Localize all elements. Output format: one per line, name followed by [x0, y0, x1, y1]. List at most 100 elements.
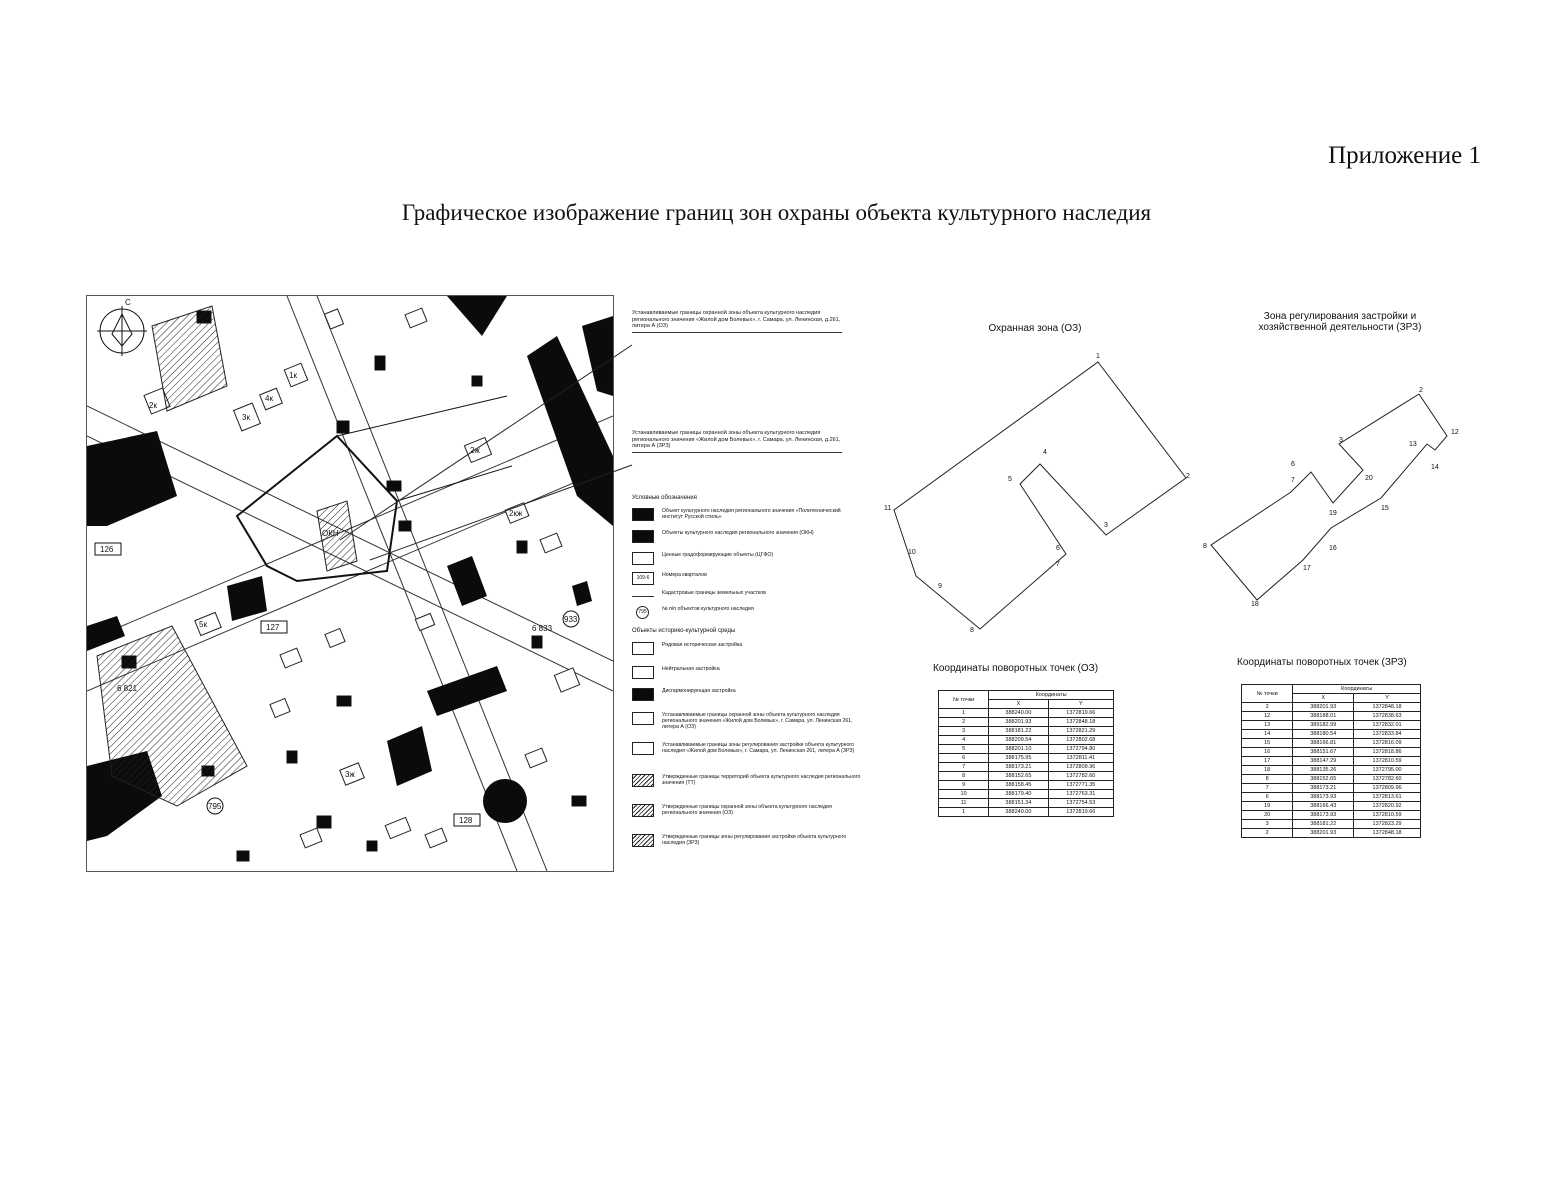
y-coord-cell: 1372818.86 — [1353, 747, 1421, 757]
oz-zone-title: Охранная зона (ОЗ) — [988, 323, 1082, 334]
oz-point-label: 4 — [1043, 449, 1047, 456]
x-coord-cell: 388173.93 — [1292, 792, 1355, 802]
oz-col-x: X — [988, 699, 1049, 709]
point-number-cell: 19 — [1240, 801, 1294, 811]
legend-item-label: Объекты культурного наследия регионально… — [662, 530, 814, 536]
point-number-cell: 1 — [937, 807, 990, 817]
legend-item-label: Устанавливаемые границы охранной зоны об… — [662, 712, 853, 730]
y-coord-cell: 1372811.41 — [1047, 753, 1115, 763]
legend-circle-swatch: 795 — [636, 606, 649, 619]
y-coord-cell: 1372820.92 — [1353, 801, 1421, 811]
oz-point-label: 10 — [908, 549, 916, 556]
zrz-zone-title: Зона регулирования застройки и хозяйстве… — [1225, 311, 1455, 333]
point-number-cell: 3 — [937, 726, 990, 736]
y-coord-cell: 1372819.66 — [1047, 807, 1115, 817]
legend-swatch — [632, 642, 654, 655]
zrz-point-label: 8 — [1203, 543, 1207, 550]
oz-point-label: 2 — [1186, 473, 1190, 480]
y-coord-cell: 1372848.18 — [1353, 702, 1421, 712]
x-coord-cell: 388201.10 — [988, 744, 1049, 754]
point-number-cell: 5 — [937, 744, 990, 754]
legend-item-label: Устанавливаемые границы зоны регулирован… — [662, 742, 855, 754]
legend-item: Дисгармонирующая застройка — [632, 688, 864, 704]
legend-item: 109-6 Номера кварталов — [632, 572, 864, 588]
zrz-point-label: 12 — [1451, 429, 1459, 436]
legend-item: Утвержденные границы охранной зоны объек… — [632, 804, 864, 820]
building-label: 2кж — [509, 509, 523, 518]
oz-coords-title: Координаты поворотных точек (ОЗ) — [933, 663, 1099, 674]
x-coord-cell: 389182.99 — [1292, 720, 1355, 730]
zrz-point-label: 7 — [1291, 477, 1295, 484]
zrz-point-label: 17 — [1303, 565, 1311, 572]
point-number-cell: 8 — [937, 771, 990, 781]
y-coord-cell: 1372771.35 — [1047, 780, 1115, 790]
x-coord-cell: 388181.22 — [1292, 819, 1355, 829]
y-coord-cell: 1372832.01 — [1353, 720, 1421, 730]
y-coord-cell: 1372809.96 — [1353, 783, 1421, 793]
point-number-cell: 14 — [1240, 729, 1294, 739]
x-coord-cell: 388188.01 — [1292, 711, 1355, 721]
legend-item-label: Утвержденные границы территорий объекта … — [662, 774, 861, 786]
x-coord-cell: 388158.45 — [988, 780, 1049, 790]
zrz-point-label: 15 — [1381, 505, 1389, 512]
zrz-zone-title-line2: хозяйственной деятельности (ЗРЗ) — [1258, 322, 1422, 333]
x-coord-cell: 388173.21 — [1292, 783, 1355, 793]
y-coord-cell: 1372813.61 — [1353, 792, 1421, 802]
point-number-cell: 10 — [937, 789, 990, 799]
y-coord-cell: 1372823.29 — [1353, 819, 1421, 829]
x-coord-cell: 388151.67 — [1292, 747, 1355, 757]
y-coord-cell: 1372782.60 — [1353, 774, 1421, 784]
zrz-point-label: 16 — [1329, 545, 1337, 552]
y-coord-cell: 1372795.00 — [1353, 765, 1421, 775]
legend-swatch — [632, 712, 654, 725]
x-coord-cell: 388173.21 — [988, 762, 1049, 772]
legend-item-label: № п/п объектов культурного наследия — [662, 606, 754, 612]
legend-item: Утвержденные границы зоны регулирования … — [632, 834, 864, 850]
x-coord-cell: 388240.00 — [988, 807, 1049, 817]
point-number-cell: 3 — [1240, 819, 1294, 829]
legend-item: Утвержденные границы территорий объекта … — [632, 774, 864, 790]
oz-point-label: 6 — [1056, 545, 1060, 552]
zrz-point-label: 19 — [1329, 510, 1337, 517]
oz-col-point: № точки — [937, 690, 990, 709]
legend-item-label: Нейтральная застройка — [662, 666, 720, 672]
y-coord-cell: 1372763.31 — [1047, 789, 1115, 799]
building-label: ОКН — [322, 529, 339, 538]
x-coord-cell: 388209.54 — [988, 735, 1049, 745]
x-coord-cell: 388179.40 — [988, 789, 1049, 799]
x-coord-cell: 388181.22 — [988, 726, 1049, 736]
quarter-label-127: 127 — [266, 623, 280, 632]
quarter-label-126: 126 — [100, 545, 114, 554]
zrz-col-y: Y — [1353, 693, 1421, 703]
y-coord-cell: 1372821.29 — [1047, 726, 1115, 736]
zrz-zone-title-line1: Зона регулирования застройки и — [1263, 311, 1417, 322]
oz-point-label: 8 — [970, 627, 974, 634]
point-number-cell: 1 — [937, 708, 990, 718]
legend-swatch — [632, 688, 654, 701]
building-labels: 2к 3к 4к 1к 2ж 5к 3ж 2кж ОКН — [149, 371, 523, 779]
point-number-cell: 4 — [937, 735, 990, 745]
y-coord-cell: 1372802.68 — [1047, 735, 1115, 745]
quarter-labels: 126 127 128 — [94, 542, 481, 827]
x-coord-cell: 388152.65 — [1292, 774, 1355, 784]
legend-item-label: Кадастровые границы земельных участков — [662, 590, 766, 596]
callout-oz: Устанавливаемые границы охранной зоны об… — [632, 310, 842, 333]
legend-swatch — [632, 666, 654, 679]
legend-heading: Условные обозначения — [632, 495, 697, 501]
zrz-col-x: X — [1292, 693, 1355, 703]
zrz-point-label: 13 — [1409, 441, 1417, 448]
y-coord-cell: 1372794.80 — [1047, 744, 1115, 754]
zrz-col-coords: Координаты — [1292, 684, 1421, 694]
